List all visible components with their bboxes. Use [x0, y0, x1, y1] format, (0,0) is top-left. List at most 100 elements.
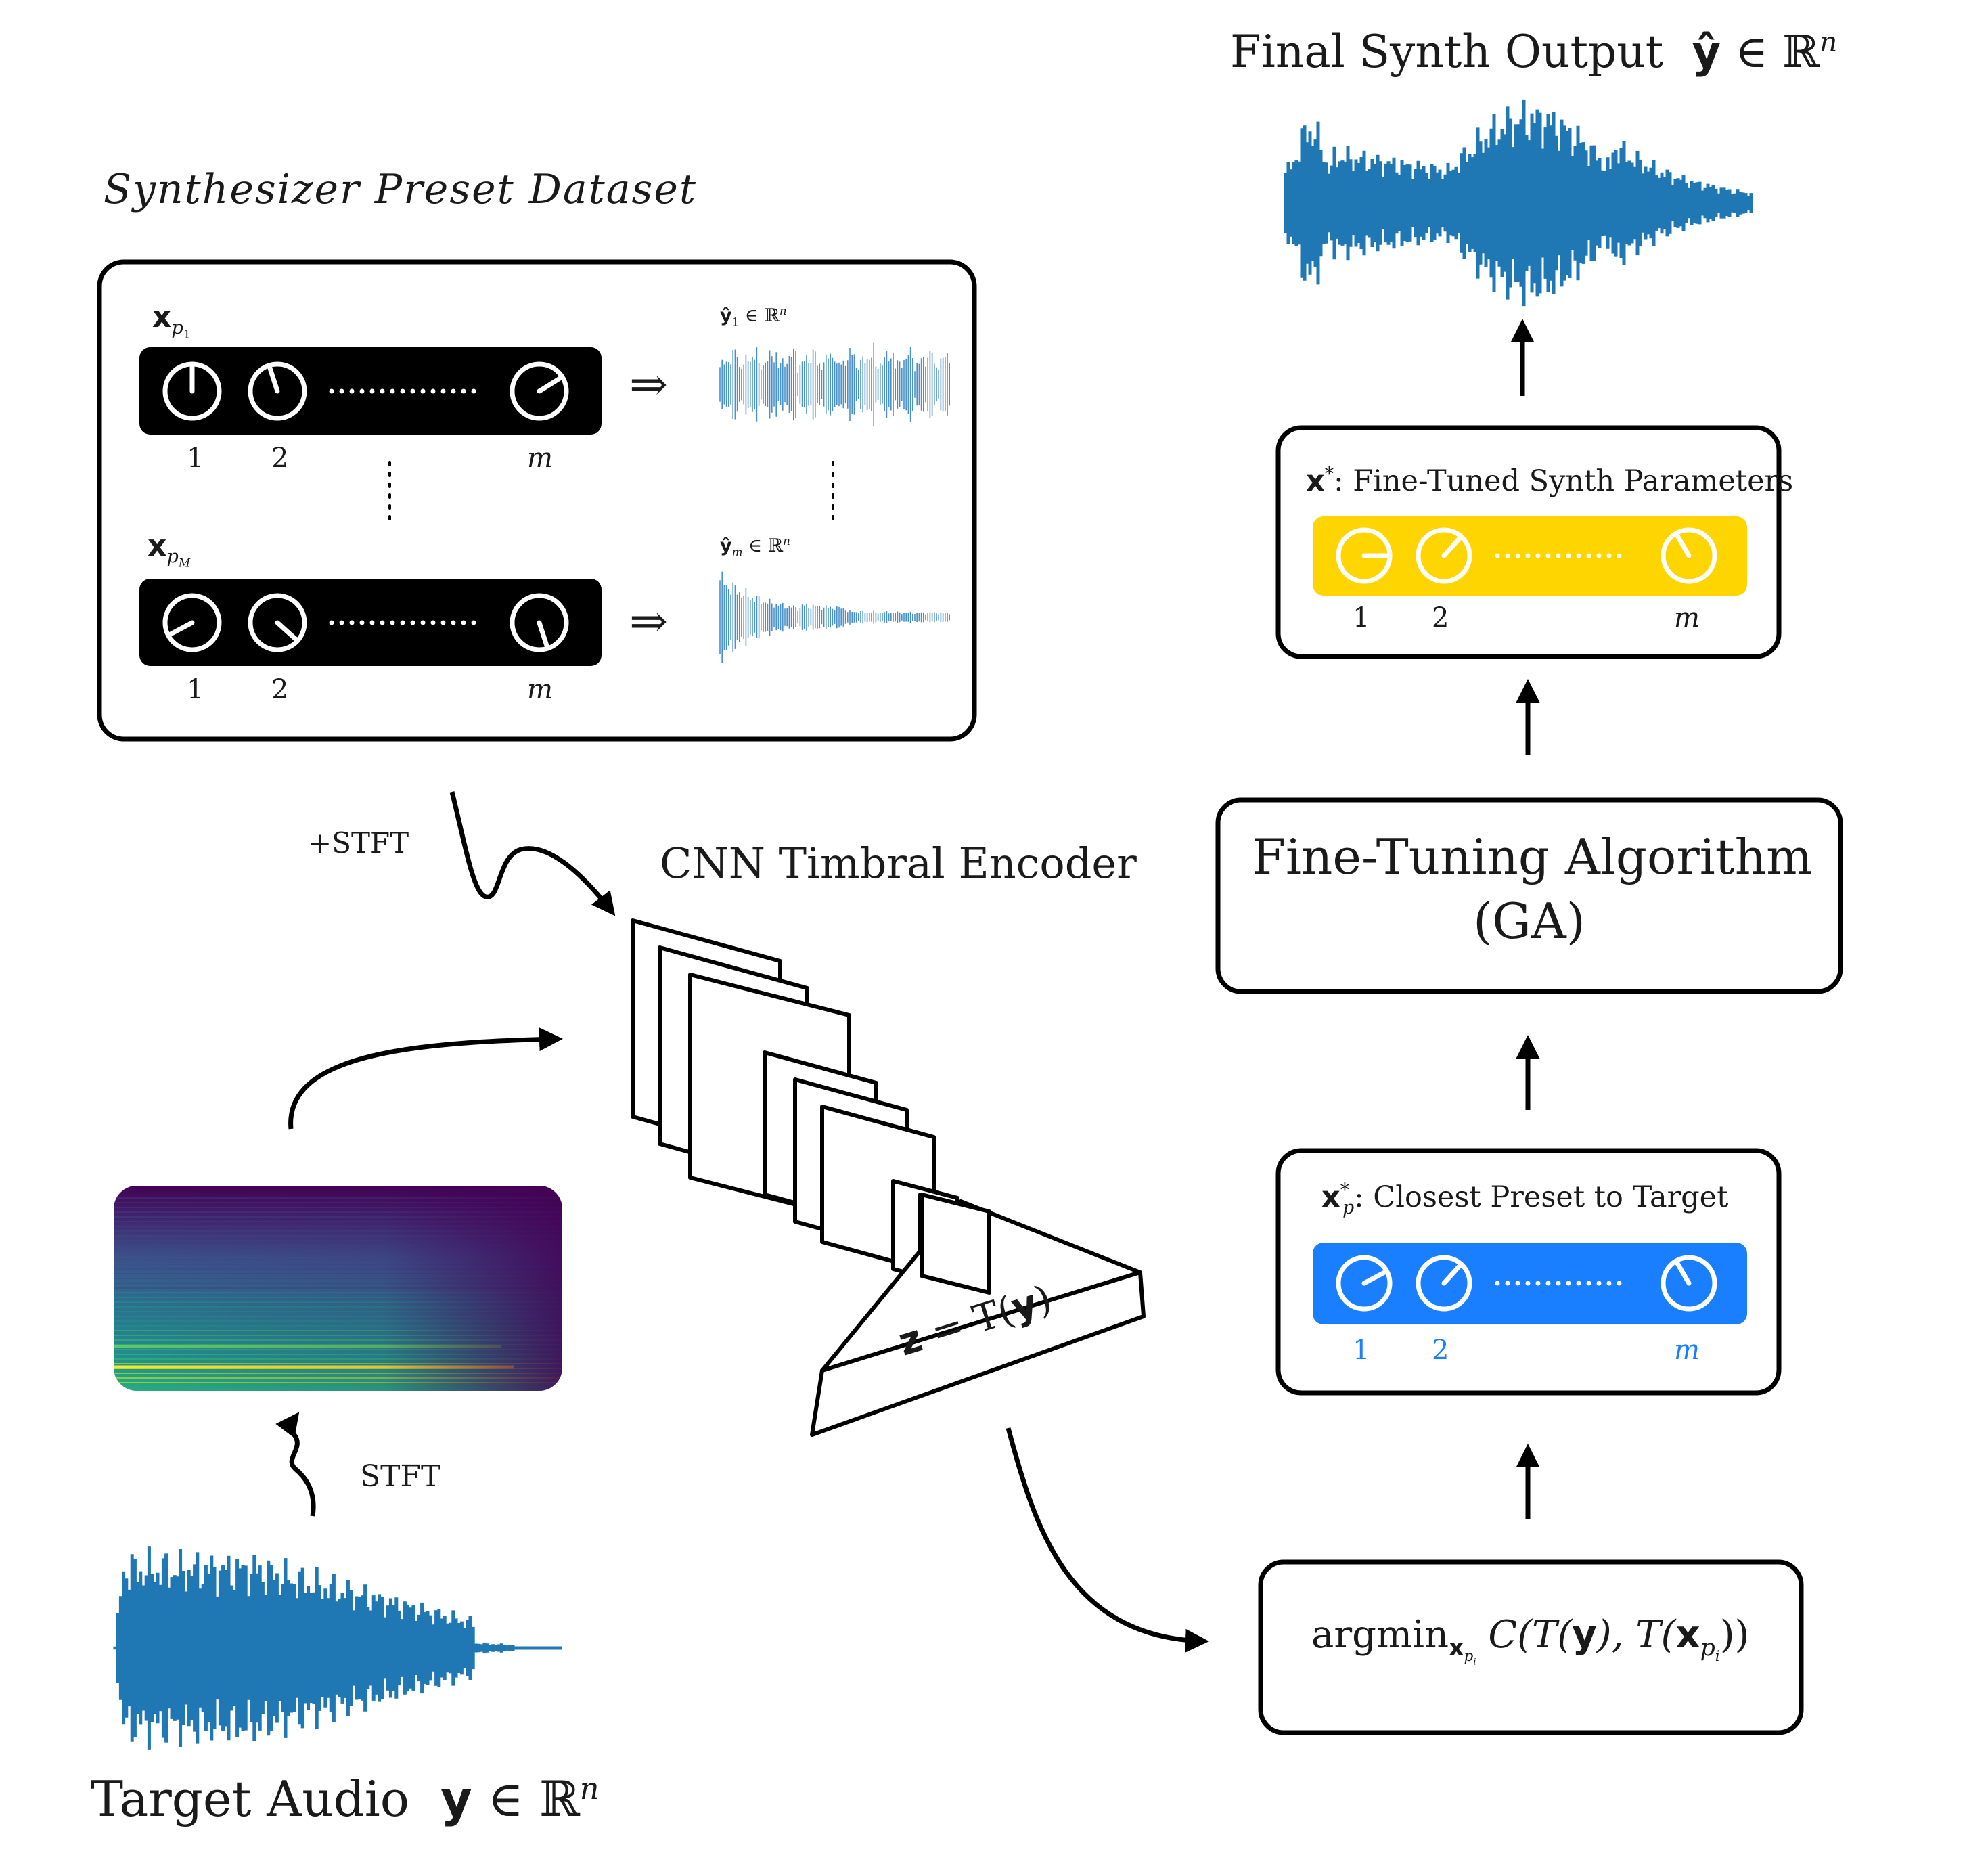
preset-1-var: x	[152, 300, 172, 334]
closest-knob-1	[1336, 1255, 1393, 1312]
closest-knob-label-2: 2	[1432, 1335, 1449, 1366]
embedding-eq: =	[926, 1303, 970, 1355]
spectrogram-to-cnn-arrow	[288, 1027, 563, 1130]
stft-arrow	[275, 1412, 316, 1517]
preset-M-waveform-trace	[719, 571, 950, 663]
final-output-rel: ∈	[1735, 26, 1769, 78]
argmin-expr-pre: C(T(	[1488, 1613, 1573, 1657]
closest-knob-label-1: 1	[1353, 1335, 1370, 1366]
argmin-op-sub-subsub: i	[1473, 1657, 1476, 1668]
final-output-var: ŷ	[1692, 26, 1721, 78]
finetuned-knob-m	[1661, 527, 1717, 584]
preset-1-knob-2	[248, 361, 307, 421]
closest-preset-sub: p	[1342, 1197, 1355, 1218]
preset-M-output-set: ℝ	[767, 535, 784, 556]
closest-preset-sup: *	[1340, 1180, 1350, 1201]
preset-1-implies: ⇒	[629, 358, 668, 411]
closest-knob-label-m: m	[1674, 1335, 1700, 1366]
cnn-layer-final	[920, 1193, 991, 1295]
preset-1-knob-label-1: 1	[187, 443, 204, 474]
preset-M-output-sub: m	[731, 545, 743, 559]
embedding-wedge-face	[810, 1270, 1146, 1437]
cnn-encoder-layers	[631, 918, 1146, 1437]
finetuned-knob-label-1: 1	[1353, 602, 1370, 633]
preset-M-output-label: ŷm ∈ ℝn	[720, 535, 790, 559]
argmin-expr-x-subsub: i	[1715, 1648, 1720, 1666]
encoder-title: CNN Timbral Encoder	[660, 839, 1137, 888]
preset-M-knob-2	[248, 593, 307, 652]
ga-title-line1: Fine-Tuning Algorithm	[1252, 828, 1813, 885]
finetuned-header: x*: Fine-Tuned Synth Parameters	[1306, 464, 1794, 498]
preset-1-waveform-trace	[719, 342, 950, 426]
preset-1-knob-label-m: m	[527, 443, 553, 474]
preset-M-implies: ⇒	[629, 595, 668, 648]
argmin-expression: argminxpi C(T(y), T(xpi))	[1311, 1613, 1750, 1667]
closest-dots	[1495, 1281, 1622, 1286]
embedding-to-argmin-arrow	[1006, 1427, 1209, 1653]
target-audio-sup: n	[579, 1771, 600, 1806]
argmin-box	[1258, 1559, 1804, 1735]
target-audio-rel: ∈	[487, 1771, 524, 1827]
target-audio-set: ℝ	[539, 1771, 580, 1827]
final-output-trace	[1284, 99, 1753, 307]
preset-M-subsub: M	[178, 556, 191, 570]
preset-1-output-set: ℝ	[764, 305, 780, 326]
final-output-title: Final Synth Output	[1230, 26, 1664, 78]
target-audio-title: Target Audio	[91, 1771, 410, 1827]
target-audio-trace	[113, 1546, 515, 1750]
preset-1-output-sub: 1	[731, 315, 740, 329]
closest-knob-m	[1661, 1255, 1717, 1312]
argmin-expr-post: ))	[1719, 1613, 1750, 1657]
preset-1-output-label: ŷ1 ∈ ℝn	[720, 305, 787, 329]
finetuned-label: : Fine-Tuned Synth Parameters	[1334, 464, 1794, 498]
final-output-waveform	[1284, 99, 1753, 307]
preset-1-output-var: ŷ	[720, 305, 732, 326]
dataset-title: Synthesizer Preset Dataset	[104, 166, 697, 213]
stft-plus-label: +STFT	[308, 826, 409, 860]
preset-M-waveform	[719, 571, 950, 663]
final-output-set: ℝ	[1782, 26, 1820, 78]
ga-title-line2: (GA)	[1473, 893, 1585, 950]
preset-1-knob-1	[162, 361, 222, 421]
final-output-label: Final Synth Output ŷ ∈ ℝn	[1230, 28, 1837, 74]
argmin-op-sub-var: x	[1449, 1634, 1464, 1662]
closest-preset-label: : Closest Preset to Target	[1354, 1180, 1729, 1214]
finetuned-knob-label-m: m	[1674, 602, 1700, 633]
finetuned-sup: *	[1324, 464, 1334, 485]
preset-1-knob-m	[510, 361, 569, 421]
argmin-expr-y: y	[1572, 1613, 1597, 1657]
preset-M-var: x	[148, 529, 167, 563]
spectrogram	[114, 1186, 562, 1391]
target-audio-waveform	[113, 1546, 562, 1750]
stft-label: STFT	[360, 1459, 441, 1494]
preset-1-dots	[329, 388, 476, 394]
final-output-sup: n	[1819, 26, 1838, 58]
finetuned-knob-1	[1336, 527, 1393, 584]
stft-plus-arrow	[449, 791, 616, 916]
argmin-op: argmin	[1311, 1613, 1449, 1657]
preset-M-output-var: ŷ	[720, 535, 732, 556]
preset-M-sub: p	[166, 546, 179, 567]
preset-M-dots	[329, 620, 476, 625]
ga-box	[1215, 797, 1843, 994]
argmin-expr-mid: ), T(	[1596, 1613, 1676, 1657]
preset-M-knob-1	[162, 593, 222, 652]
closest-preset-var: x	[1321, 1180, 1340, 1214]
target-audio-label: Target Audio y ∈ ℝn	[91, 1774, 600, 1823]
preset-1-waveform	[719, 342, 950, 426]
argmin-op-sub-sub: p	[1464, 1648, 1474, 1666]
finetuned-var: x	[1306, 464, 1325, 498]
dataset-box	[97, 259, 977, 742]
preset-M-label: xpM	[148, 529, 190, 569]
preset-M-output-rel: ∈	[748, 535, 763, 556]
preset-1-knob-label-2: 2	[271, 443, 289, 474]
preset-M-knob-label-2: 2	[271, 674, 289, 705]
argmin-expr-x: x	[1675, 1613, 1700, 1657]
argmin-expr-x-sub: p	[1700, 1634, 1715, 1662]
closest-knob-2	[1416, 1255, 1472, 1312]
preset-1-sub: p	[171, 317, 183, 338]
preset-M-knob-m	[510, 593, 569, 652]
finetuned-dots	[1495, 553, 1622, 558]
